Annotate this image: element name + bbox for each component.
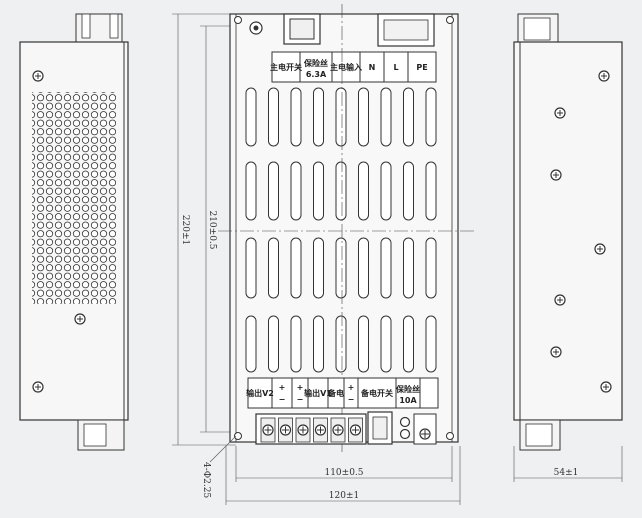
dim-height-outer: 220±1 bbox=[180, 215, 190, 245]
vent-slot bbox=[313, 315, 324, 373]
terminal-screw-icon bbox=[260, 417, 276, 443]
screw-icon bbox=[550, 346, 562, 358]
vent-slot bbox=[313, 237, 324, 299]
plus-label: + bbox=[348, 383, 355, 392]
fuse-label: 保险丝 bbox=[303, 58, 328, 68]
vent-slot bbox=[403, 315, 414, 373]
dim-height-inner: 210±0.5 bbox=[207, 210, 217, 249]
vent-slot bbox=[380, 315, 392, 373]
output-terminal-block bbox=[255, 413, 367, 445]
vent-slot bbox=[245, 237, 257, 299]
standby-switch-label: 备电开关 bbox=[360, 388, 393, 398]
vent-slot bbox=[245, 315, 257, 373]
vent-slot bbox=[403, 87, 414, 147]
main-input-label: 主电输入 bbox=[330, 62, 362, 72]
vent-slot bbox=[358, 237, 369, 299]
ground-screw-icon bbox=[249, 21, 263, 35]
vent-slot bbox=[335, 87, 347, 147]
terminal-PE: PE bbox=[416, 63, 427, 72]
screw-icon bbox=[598, 70, 610, 82]
battery-label: 备电 bbox=[327, 388, 344, 398]
plus-label: + bbox=[279, 383, 286, 392]
vent-slot bbox=[268, 87, 279, 147]
out-v1-label: 输出V1 bbox=[304, 388, 332, 398]
top-view: 主电开关 保险丝 6.3A 主电输入 N L PE 输出V2 + − bbox=[172, 4, 474, 505]
vent-slot bbox=[380, 87, 392, 147]
vent-slot bbox=[268, 237, 279, 299]
vent-slot bbox=[245, 87, 257, 147]
vent-slot bbox=[313, 87, 324, 147]
terminal-screw-icon bbox=[278, 417, 293, 443]
vent-slot bbox=[268, 161, 279, 221]
input-label-table: 主电开关 保险丝 6.3A 主电输入 N L PE bbox=[270, 51, 437, 83]
vent-slot bbox=[380, 237, 392, 299]
dim-width-outer: 120±1 bbox=[329, 491, 359, 501]
dim-mount-holes: 4-Φ2.25 bbox=[201, 462, 211, 498]
terminal-L: L bbox=[393, 63, 398, 72]
screw-icon bbox=[74, 313, 86, 325]
minus-label: − bbox=[279, 395, 286, 404]
screw-icon bbox=[554, 294, 566, 306]
dim-side-depth: 54±1 bbox=[554, 468, 579, 478]
vent-slot bbox=[358, 161, 369, 221]
vent-slot bbox=[358, 87, 369, 147]
screw-icon bbox=[32, 381, 44, 393]
vent-slot bbox=[425, 87, 437, 147]
vent-slot bbox=[313, 161, 324, 221]
fuse-label: 保险丝 bbox=[395, 384, 420, 394]
terminal-screw-icon bbox=[330, 417, 346, 443]
vent-slot bbox=[290, 315, 302, 373]
fuse-rating: 10A bbox=[399, 396, 417, 405]
vent-slot bbox=[290, 237, 302, 299]
fuse-holder bbox=[399, 416, 411, 440]
screw-icon bbox=[600, 381, 612, 393]
vent-slot bbox=[403, 161, 414, 221]
vent-slot bbox=[290, 87, 302, 147]
vent-slots bbox=[245, 87, 437, 373]
vent-slot bbox=[335, 315, 347, 373]
vent-slot bbox=[290, 161, 302, 221]
out-v2-label: 输出V2 bbox=[246, 388, 274, 398]
minus-label: − bbox=[348, 395, 355, 404]
minus-label: − bbox=[297, 395, 304, 404]
vent-slot bbox=[425, 237, 437, 299]
vent-slot bbox=[268, 315, 279, 373]
screw-icon bbox=[32, 70, 44, 82]
vent-slot bbox=[335, 161, 347, 221]
vent-slot bbox=[245, 161, 257, 221]
screw-icon bbox=[554, 107, 566, 119]
terminal-screw-icon bbox=[313, 417, 328, 443]
vent-slot bbox=[335, 237, 347, 299]
indicator-icon bbox=[413, 413, 437, 445]
ventilation-hole-grid bbox=[32, 92, 116, 304]
dim-width-inner: 110±0.5 bbox=[324, 468, 363, 478]
vent-slot bbox=[425, 315, 437, 373]
left-side-view bbox=[19, 13, 129, 451]
fuse-rating: 6.3A bbox=[306, 70, 327, 79]
output-label-table: 输出V2 + − 输出V1 + − 备电 + − 备电开关 保险丝 10A bbox=[246, 377, 439, 409]
vent-slot bbox=[403, 237, 414, 299]
screw-icon bbox=[594, 243, 606, 255]
terminal-N: N bbox=[369, 63, 376, 72]
right-side-view bbox=[513, 13, 623, 482]
vent-slot bbox=[425, 161, 437, 221]
terminal-screw-icon bbox=[348, 417, 363, 443]
main-switch-label: 主电开关 bbox=[270, 62, 302, 72]
vent-slot bbox=[380, 161, 392, 221]
vent-slot bbox=[358, 315, 369, 373]
terminal-screw-icon bbox=[295, 417, 311, 443]
plus-label: + bbox=[297, 383, 304, 392]
screw-icon bbox=[550, 169, 562, 181]
